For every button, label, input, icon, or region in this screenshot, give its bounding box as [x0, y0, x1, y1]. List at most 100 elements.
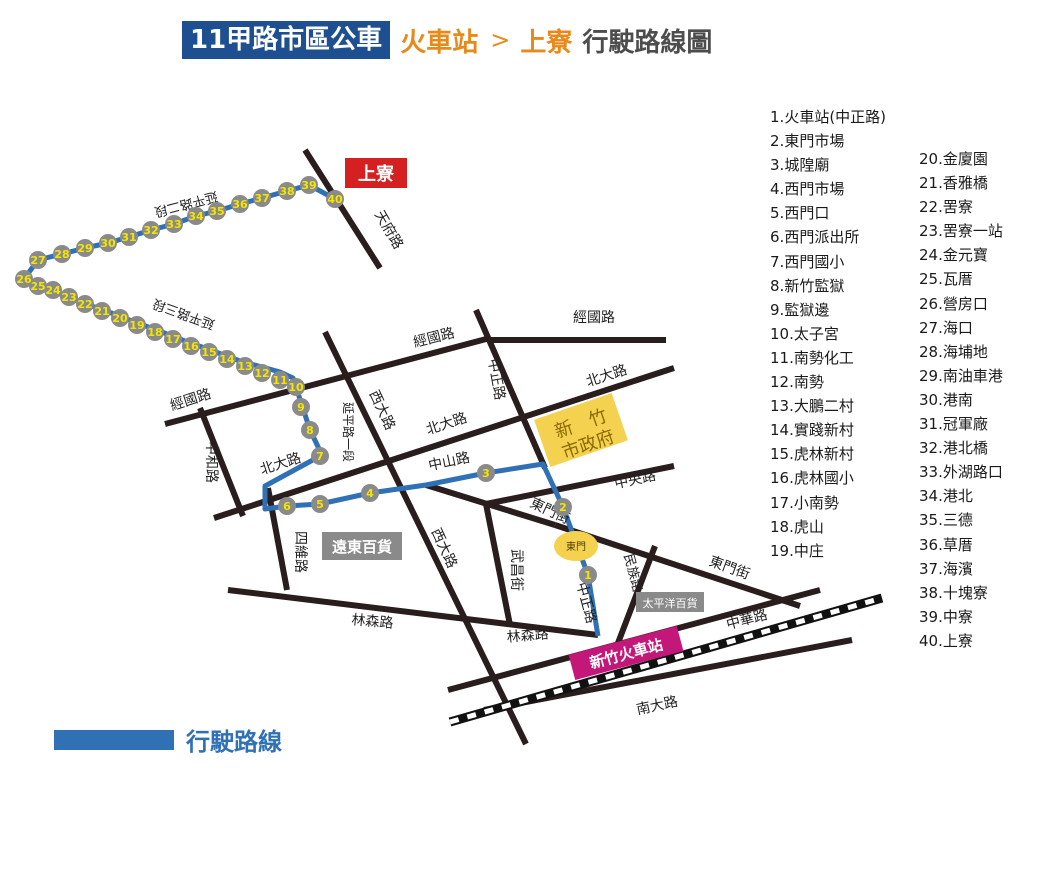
- stop-list-name: 虎林國小: [793, 469, 854, 488]
- road-label-zhongzheng-2: 中正路: [573, 581, 599, 626]
- stop-list-item: 9.監獄邊: [770, 298, 886, 322]
- fareast-box: [322, 532, 402, 560]
- stop-circle: [271, 371, 289, 389]
- stop-marker: 32: [142, 221, 160, 239]
- stop-list-separator: .: [779, 204, 785, 223]
- stop-list-separator: .: [779, 276, 785, 295]
- stop-list-name: 金元寶: [942, 246, 988, 265]
- stop-list-separator: .: [938, 198, 943, 217]
- stop-number: 25: [30, 280, 45, 293]
- stop-list-number: 7: [770, 252, 780, 271]
- city-hall-box: [534, 393, 628, 467]
- stop-marker: 20: [111, 309, 129, 327]
- road-linsen: [227, 587, 599, 638]
- landmark-terminal: 上寮: [345, 158, 407, 188]
- stop-list-number: 10: [770, 324, 790, 343]
- stop-marker: 7: [311, 447, 329, 465]
- stop-number: 13: [237, 360, 252, 373]
- stop-number: 31: [121, 231, 136, 244]
- road-label-zhongzheng-1: 中正路: [484, 357, 507, 401]
- stop-list-separator: .: [938, 318, 943, 337]
- terminal-label: 上寮: [358, 163, 395, 185]
- stop-list-name: 大鵬二村: [793, 397, 854, 416]
- stop-list-item: 32.港北橋: [919, 436, 1003, 460]
- stop-list-name: 西門派出所: [784, 228, 860, 247]
- stop-marker: 5: [311, 495, 329, 513]
- stop-number: 19: [129, 319, 144, 332]
- road-wuchang: [483, 503, 513, 626]
- stop-marker: 33: [165, 215, 183, 233]
- stop-circle: [278, 182, 296, 200]
- stop-marker: 38: [278, 182, 296, 200]
- title-suffix: 行駛路線圖: [582, 27, 713, 58]
- stop-marker: 35: [208, 202, 226, 220]
- stop-circle: [53, 245, 71, 263]
- road-zhongyang: [485, 463, 675, 507]
- stop-number: 16: [183, 340, 199, 353]
- stop-circle: [29, 251, 47, 269]
- road-label-wuchang: 武昌街: [508, 549, 524, 591]
- stop-list-separator: .: [779, 228, 785, 247]
- stop-list-item: 3.城隍廟: [770, 153, 886, 177]
- stop-list-separator: .: [789, 324, 794, 343]
- stop-circle: [253, 364, 271, 382]
- stop-list-number: 6: [770, 228, 780, 247]
- title-arrow: >: [490, 26, 511, 54]
- stop-list-item: 10.太子宮: [770, 322, 886, 346]
- stop-list-number: 23: [919, 222, 939, 241]
- map-title: 11甲路市區公車 火車站 > 上寮 行駛路線圖: [182, 20, 712, 60]
- stop-list-name: 香雅橋: [942, 174, 988, 193]
- stop-marker: 4: [361, 484, 379, 502]
- dongmen-label: 東門: [566, 540, 586, 553]
- stop-list-name: 港北: [942, 487, 973, 506]
- stop-number: 24: [45, 284, 61, 297]
- stop-number: 26: [16, 273, 32, 286]
- road-jingguo-west: [164, 335, 491, 427]
- stop-list-separator: .: [938, 294, 943, 313]
- stop-number: 37: [254, 192, 269, 205]
- stop-number: 11: [272, 374, 287, 387]
- road-label-tianfu: 天府路: [371, 208, 406, 252]
- stop-list-separator: .: [779, 108, 785, 126]
- stop-circle: [15, 270, 33, 288]
- stop-list-name: 新竹監獄: [784, 276, 845, 295]
- stop-circle: [128, 316, 146, 334]
- stop-list-number: 18: [770, 517, 790, 536]
- pacific-label: 太平洋百貨: [643, 596, 698, 610]
- stop-list-number: 13: [770, 397, 790, 416]
- stop-list-name: 中庄: [793, 541, 824, 560]
- pacific-box: [636, 592, 704, 612]
- title-destination: 上寮: [520, 27, 573, 58]
- station-box: [568, 625, 684, 681]
- stop-circle: [477, 464, 495, 482]
- stop-marker: 18: [146, 323, 164, 341]
- stop-list-name: 小南勢: [793, 493, 839, 512]
- stop-list-number: 19: [770, 541, 790, 560]
- title-origin: 火車站: [400, 27, 479, 58]
- stop-circle: [146, 323, 164, 341]
- stop-circle: [311, 447, 329, 465]
- stop-marker: 36: [231, 195, 249, 213]
- road-label-nanda: 南大路: [635, 694, 679, 718]
- stop-list-number: 1: [770, 108, 780, 126]
- stop-list-number: 20: [919, 150, 939, 168]
- stop-list-item: 13.大鵬二村: [770, 394, 886, 418]
- stop-circle: [182, 337, 200, 355]
- stop-marker: 30: [99, 234, 117, 252]
- stop-number: 7: [316, 450, 324, 463]
- stop-list-number: 2: [770, 132, 780, 151]
- stop-list-name: 太子宮: [793, 324, 839, 343]
- stop-list-separator: .: [938, 511, 943, 530]
- stop-number: 33: [166, 218, 181, 231]
- stop-number: 36: [232, 198, 248, 211]
- stop-list-separator: .: [938, 415, 943, 434]
- stop-list-item: 24.金元寶: [919, 243, 1003, 267]
- stop-list-item: 25.瓦厝: [919, 267, 1003, 291]
- landmark-city-hall: 新 竹 市政府: [534, 393, 628, 467]
- stop-number: 23: [61, 291, 76, 304]
- stop-marker: 21: [93, 302, 111, 320]
- stop-list-item: 15.虎林新村: [770, 442, 886, 466]
- road-siwei: [265, 487, 290, 591]
